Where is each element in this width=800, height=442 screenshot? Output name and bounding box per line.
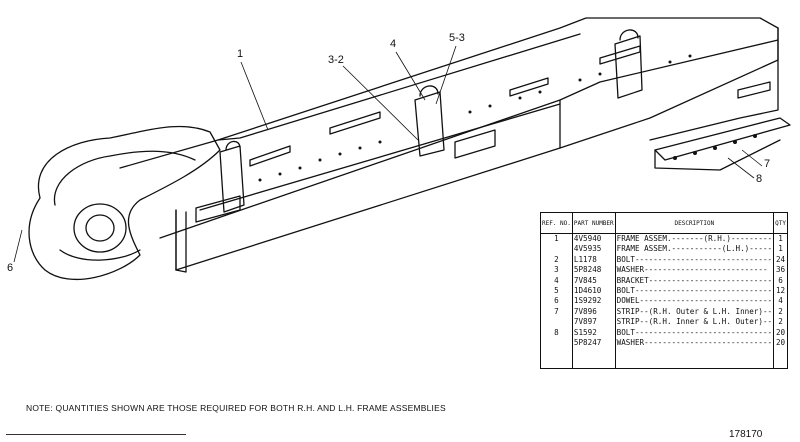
bracket-right [614, 29, 643, 99]
callout-3-2: 3-2 [328, 54, 344, 66]
callout-5-3: 5-3 [449, 32, 465, 44]
header-part: PART NUMBER [571, 212, 616, 234]
header-desc: DESCRIPTION [614, 212, 775, 234]
quantities-note: NOTE: QUANTITIES SHOWN ARE THOSE REQUIRE… [26, 403, 446, 413]
bottom-rule [6, 434, 186, 435]
callout-4: 4 [390, 38, 397, 50]
callout-8: 8 [756, 173, 763, 185]
frame-lower-edge [159, 39, 779, 239]
callout-1: 1 [237, 48, 244, 60]
header-ref: REF. NO. [540, 212, 573, 234]
callout-7: 7 [764, 158, 771, 170]
frame-top-edge [119, 17, 779, 169]
drawing-number: 178170 [729, 429, 763, 440]
idler-hub [73, 203, 127, 253]
strip-assembly [654, 117, 791, 161]
header-qty: QTY [773, 212, 788, 234]
callout-6: 6 [7, 262, 14, 274]
bracket-left [219, 140, 245, 213]
idler-housing [28, 125, 221, 281]
